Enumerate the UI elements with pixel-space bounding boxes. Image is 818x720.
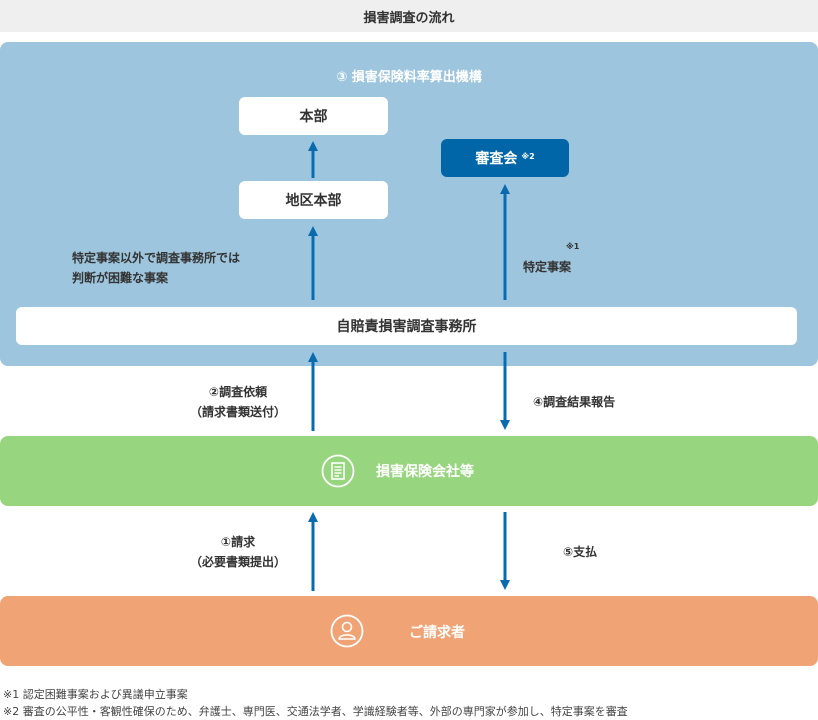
document-icon [321,454,355,488]
arrowhead-claimant [500,580,510,590]
arrowhead-hq [308,141,318,151]
step1-label: ①請求 （必要書類提出） [168,532,308,572]
step1-line1: ①請求 [220,535,256,549]
specific-case-mark: ※1 [566,242,580,251]
arrowhead-office [308,352,318,362]
footnote-2: ※2 審査の公平性・客観性確保のため、弁護士、専門医、交通法学者、学識経験者等、… [3,705,628,718]
arrowhead-insurer-down [500,420,510,430]
review-board-mark: ※2 [521,151,535,161]
office-box: 自賠責損害調査事務所 [16,307,797,345]
step2-line1: ②調査依頼 [208,385,268,399]
claimant-bar [0,596,818,666]
step5-label: ⑤支払 [563,545,598,559]
organization-title: ③ 損害保険料率算出機構 [336,70,482,85]
review-board-label: 審査会 [475,151,518,167]
difficult-case-note: 特定事案以外で調査事務所では 判断が困難な事案 [72,248,240,288]
difficult-case-note-line2: 判断が困難な事案 [72,271,169,285]
arrowhead-regional [308,226,318,236]
headquarters-box: 本部 [239,97,388,135]
regional-hq-label: 地区本部 [285,193,342,209]
claimant-label: ご請求者 [409,625,465,641]
arrowhead-insurer-up [308,512,318,522]
insurer-label: 損害保険会社等 [376,464,474,480]
office-label: 自賠責損害調査事務所 [336,319,477,335]
step1-line2: （必要書類提出） [189,555,286,569]
footnote-1: ※1 認定困難事案および異議申立事案 [3,688,188,701]
specific-case-note: 特定事案 [523,260,572,274]
diagram-title: 損害調査の流れ [0,0,818,32]
arrowhead-review-board [500,184,510,194]
headquarters-label: 本部 [299,109,328,125]
regional-hq-box: 地区本部 [239,181,388,219]
insurer-bar [0,436,818,506]
step2-line2: （請求書類送付） [189,405,286,419]
person-icon [330,614,364,648]
difficult-case-note-line1: 特定事案以外で調査事務所では [72,251,241,265]
step2-label: ②調査依頼 （請求書類送付） [168,382,308,422]
step4-label: ④調査結果報告 [533,395,616,409]
review-board-box: 審査会※2 [441,139,569,177]
